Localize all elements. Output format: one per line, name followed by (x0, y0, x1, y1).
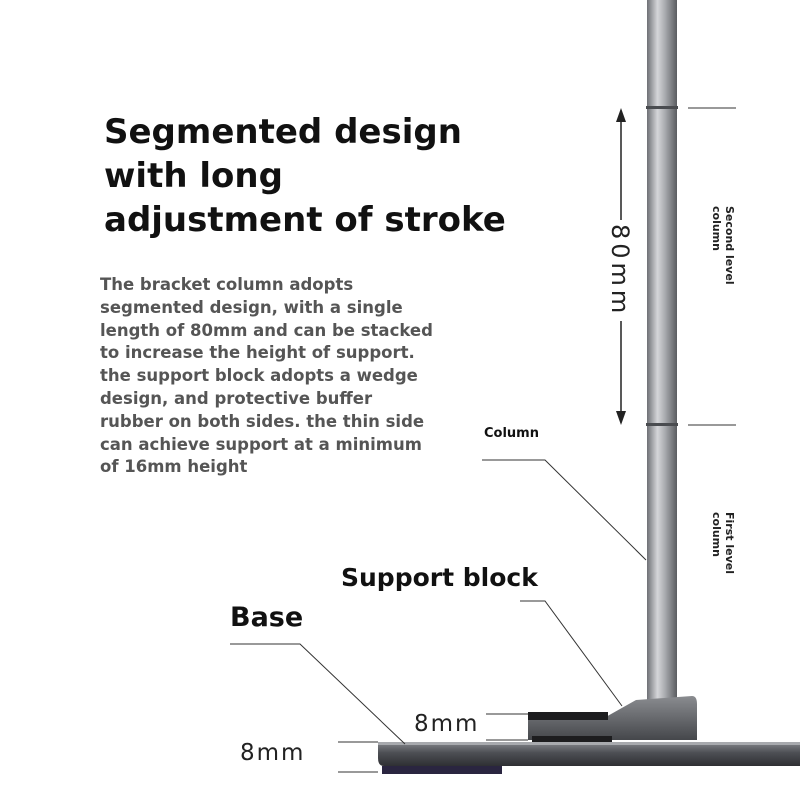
base-plate (378, 744, 800, 766)
arrow-up-icon (616, 108, 626, 122)
description-text: The bracket column adopts segmented desi… (100, 274, 470, 479)
base-thickness: 8mm (240, 740, 306, 766)
first-level-column-label: First level column (710, 512, 736, 574)
description-line: the support block adopts a wedge (100, 366, 418, 386)
first-level-label-line: column (710, 512, 723, 557)
arrow-down-icon (616, 411, 626, 425)
title-line: Segmented design (104, 112, 462, 152)
base-leader-line (230, 643, 406, 745)
segment-length-dimension: 80mm (606, 220, 634, 322)
description-line: The bracket column adopts (100, 275, 354, 294)
support-block-leader-line (520, 600, 623, 707)
base-label: Base (230, 602, 304, 633)
description-line: can achieve support at a minimum (100, 434, 422, 454)
support-block-rubber (528, 712, 608, 720)
description-line: of 16mm height (100, 457, 248, 477)
description-line: segmented design, with a single (100, 297, 403, 317)
description-line: design, and protective buffer (100, 388, 373, 408)
base-top-edge (378, 742, 800, 745)
second-level-label-line: Second level (723, 206, 736, 285)
column-joint (646, 423, 678, 426)
second-level-column (647, 0, 677, 108)
support-block-rubber-bottom (532, 736, 612, 742)
description-line: to increase the height of support. (100, 343, 415, 363)
description-line: rubber on both sides. the thin side (100, 411, 425, 431)
column-joint (646, 106, 678, 109)
support-block-label: Support block (341, 563, 538, 592)
second-level-column-label: Second level column (710, 206, 736, 285)
support-block (528, 696, 697, 740)
title-line: with long (104, 156, 283, 196)
second-level-label-line: column (710, 206, 723, 251)
column-leader-line (482, 459, 647, 561)
column-label: Column (484, 426, 539, 441)
page-title: Segmented design with long adjustment of… (104, 110, 544, 242)
first-level-label-line: First level (723, 512, 736, 574)
base-rubber-pad (382, 766, 502, 774)
description-line: length of 80mm and can be stacked (100, 320, 433, 340)
title-line: adjustment of stroke (104, 200, 506, 240)
second-level-column-segment (647, 109, 677, 425)
support-block-thickness: 8mm (414, 711, 480, 737)
first-level-column (647, 426, 677, 701)
